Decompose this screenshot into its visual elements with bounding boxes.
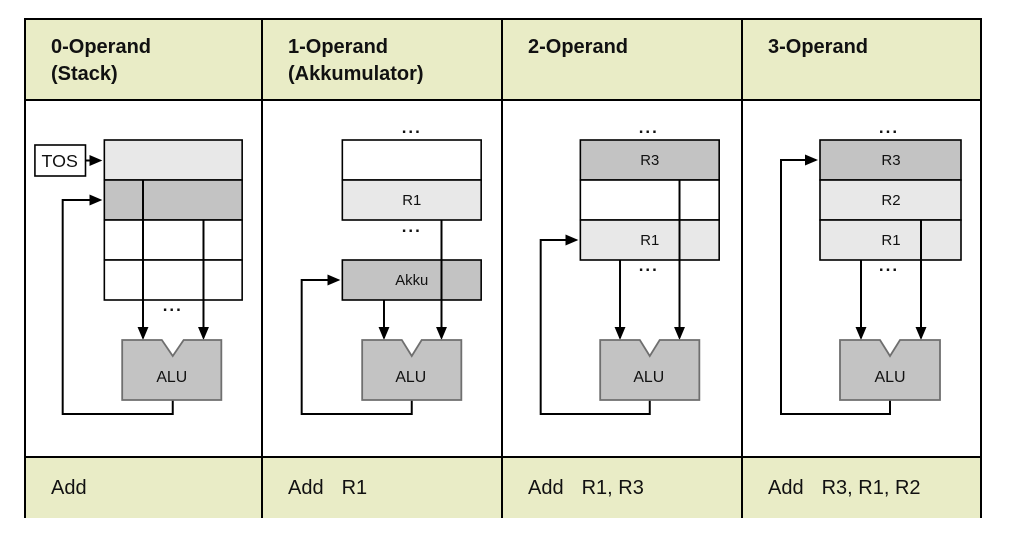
- result-feedback-arrow: [539, 234, 651, 415]
- instruction-operands: R1: [341, 476, 368, 499]
- header-line2: (Akkumulator): [288, 63, 424, 85]
- register-cell-r3: [819, 139, 962, 181]
- stack-cell-second: [103, 179, 243, 221]
- akku-register: [341, 259, 482, 301]
- ellipsis-above-registers: ...: [402, 118, 422, 137]
- three-operand-diagram: ... R3 R2 R1 ... ALU: [780, 118, 962, 415]
- instruction-mnemonic: Add: [528, 476, 564, 499]
- diagram-accumulator-architecture: ... R1 ... Akku ALU: [263, 101, 503, 456]
- header-2-operand: 2-Operand: [503, 20, 743, 101]
- register-label-r2: R2: [881, 192, 900, 209]
- stack-cell-top: [103, 139, 243, 181]
- register-label-r1: R1: [881, 232, 900, 249]
- instruction-3-operand: Add R3, R1, R2: [743, 456, 980, 518]
- akku-label: Akku: [395, 272, 428, 289]
- header-line1: 1-Operand: [288, 36, 389, 58]
- register-cell-r1: [579, 219, 720, 261]
- two-operand-diagram: ... R3 R1 ... ALU: [539, 118, 720, 415]
- alu-label: ALU: [395, 369, 426, 386]
- register-label-r3: R3: [640, 152, 659, 169]
- stack-cell-third: [103, 219, 243, 261]
- result-feedback-arrow: [61, 194, 174, 415]
- alu-label: ALU: [156, 369, 187, 386]
- header-line1: 2-Operand: [528, 36, 629, 58]
- diagram-2-operand-architecture: ... R3 R1 ... ALU: [503, 101, 743, 456]
- register-cell-r2: [819, 179, 962, 221]
- header-line2: (Stack): [51, 63, 118, 85]
- register-cell-empty: [341, 139, 482, 181]
- tos-box: [34, 144, 87, 177]
- diagram-3-operand-architecture: ... R3 R2 R1 ... ALU: [743, 101, 980, 456]
- instruction-operands: R1, R3: [581, 476, 644, 499]
- header-line1: 3-Operand: [768, 36, 869, 58]
- ellipsis-below-registers: ...: [402, 217, 422, 236]
- stack-diagram: TOS ... ALU: [34, 139, 243, 415]
- instruction-stack: Add: [26, 456, 263, 518]
- instruction-mnemonic: Add: [51, 476, 87, 499]
- register-cell-r1: [341, 179, 482, 221]
- accumulator-diagram: ... R1 ... Akku ALU: [300, 118, 482, 415]
- header-3-operand: 3-Operand: [743, 20, 980, 101]
- register-cell-r3: [579, 139, 720, 181]
- alu-label: ALU: [633, 369, 664, 386]
- alu-unit: [361, 339, 463, 401]
- register-cell-empty: [579, 179, 720, 221]
- ellipsis-above-registers: ...: [879, 118, 899, 137]
- header-0-operand: 0-Operand (Stack): [26, 20, 263, 101]
- ellipsis-below-stack: ...: [163, 296, 183, 315]
- header-line1: 0-Operand: [51, 36, 152, 58]
- register-label-r3: R3: [881, 152, 900, 169]
- result-feedback-arrow: [300, 274, 413, 415]
- register-label-r1: R1: [640, 232, 659, 249]
- stack-cell-fourth: [103, 259, 243, 301]
- comparison-table: 0-Operand (Stack) 1-Operand (Akkumulator…: [24, 18, 982, 518]
- instruction-operands: R3, R1, R2: [821, 476, 921, 499]
- tos-label: TOS: [42, 151, 78, 171]
- alu-label: ALU: [874, 369, 905, 386]
- result-feedback-arrow: [780, 154, 891, 415]
- instruction-mnemonic: Add: [768, 476, 804, 499]
- instruction-2-operand: Add R1, R3: [503, 456, 743, 518]
- alu-unit: [839, 339, 941, 401]
- register-label-r1: R1: [402, 192, 421, 209]
- instruction-accumulator: Add R1: [263, 456, 503, 518]
- ellipsis-below-registers: ...: [879, 256, 899, 275]
- header-1-operand: 1-Operand (Akkumulator): [263, 20, 503, 101]
- alu-unit: [599, 339, 701, 401]
- ellipsis-above-registers: ...: [639, 118, 659, 137]
- instruction-mnemonic: Add: [288, 476, 324, 499]
- diagram-stack-architecture: TOS ... ALU: [26, 101, 263, 456]
- ellipsis-below-registers: ...: [639, 256, 659, 275]
- register-cell-r1: [819, 219, 962, 261]
- alu-unit: [121, 339, 223, 401]
